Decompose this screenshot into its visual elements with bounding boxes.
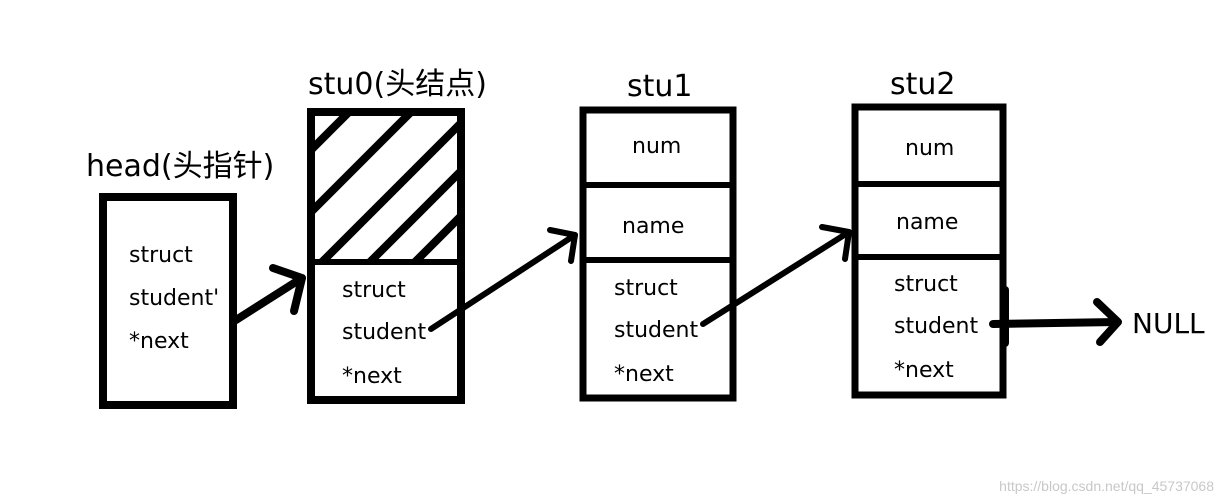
- stu1-field-struct: struct: [614, 276, 678, 301]
- stu2-field-name: name: [896, 210, 958, 235]
- stu2-field-struct: struct: [894, 272, 958, 297]
- head-pointer-node: head(头指针) struct student' *next: [86, 149, 274, 409]
- watermark: https://blog.csdn.net/qq_45737068: [999, 478, 1214, 494]
- stu2-box: [851, 103, 1007, 399]
- stu0-hatched-section: [311, 112, 461, 262]
- arrow-stu1-to-stu2: [700, 224, 852, 327]
- head-field-struct: struct: [129, 243, 193, 268]
- head-field-student: student': [129, 286, 219, 311]
- stu1-node: stu1 num name struct student *next: [579, 69, 737, 402]
- stu2-field-num: num: [905, 136, 954, 161]
- stu1-field-num: num: [632, 134, 681, 159]
- stu1-field-name: name: [622, 214, 684, 239]
- stu0-node: stu0(头结点) struct student *next: [307, 67, 487, 404]
- head-title: head(头指针): [86, 149, 274, 184]
- stu0-field-next: *next: [342, 364, 402, 389]
- stu2-node: stu2 num name struct student *next: [851, 67, 1007, 399]
- stu2-field-next: *next: [894, 358, 954, 383]
- stu1-field-next: *next: [614, 362, 674, 387]
- stu2-field-student: student: [894, 314, 978, 339]
- head-field-next: *next: [129, 329, 189, 354]
- stu0-field-student: student: [342, 320, 426, 345]
- stu0-field-struct: struct: [342, 278, 406, 303]
- stu1-title: stu1: [627, 69, 693, 104]
- stu2-title: stu2: [890, 67, 956, 102]
- null-label: NULL: [1132, 307, 1205, 340]
- arrow-stu2-to-null: [989, 286, 1122, 347]
- stu0-box: [307, 108, 465, 404]
- stu1-field-student: student: [614, 318, 698, 343]
- stu1-box: [579, 106, 737, 402]
- arrow-head-to-stu0: [232, 264, 306, 324]
- stu0-title: stu0(头结点): [308, 67, 487, 102]
- head-box: [99, 193, 237, 409]
- arrow-stu0-to-stu1: [428, 227, 578, 332]
